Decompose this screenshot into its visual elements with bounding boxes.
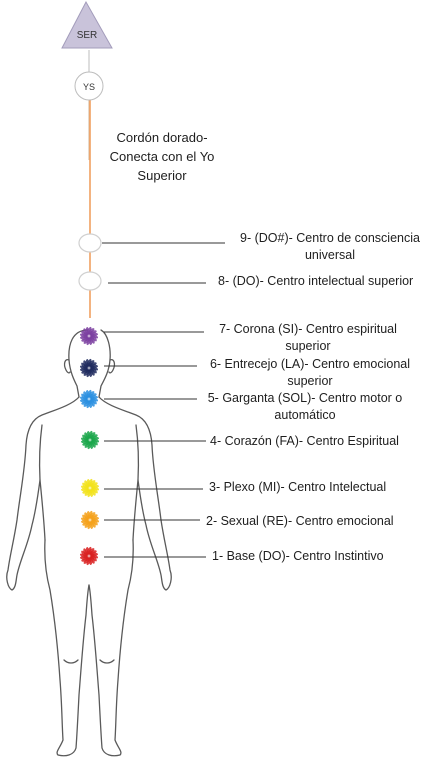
leader-lines [102,242,225,558]
center-1-line1: 1- Base (DO)- Centro Instintivo [212,549,384,563]
center-5-line1: 5- Garganta (SOL)- Centro motor o [207,391,403,405]
ser-triangle [61,0,113,49]
ys-circle [74,71,104,101]
cord-text-line-3: Superior [137,168,187,183]
center-4-line1: 4- Corazón (FA)- Centro Espiritual [210,434,399,448]
cord-text-line-1: Cordón dorado- [116,130,208,145]
ser-label: SER [77,30,98,41]
center-3-line1: 3- Plexo (MI)- Centro Intelectual [209,480,387,494]
chakra-7-mandala [79,326,99,346]
center-8-circle [78,271,102,291]
center-4-label: 4- Corazón (FA)- Centro Espiritual [210,433,430,450]
center-9-line2: universal [304,248,356,262]
center-3-label: 3- Plexo (MI)- Centro Intelectual [209,479,429,496]
center-8-label: 8- (DO)- Centro intelectual superior [218,273,440,290]
center-7-line1: 7- Corona (SI)- Centro espiritual [219,322,397,336]
center-2-label: 2- Sexual (RE)- Centro emocional [206,513,426,530]
center-6-line2: superior [287,374,333,388]
center-9-circle [78,233,102,253]
center-9-line1: 9- (DO#)- Centro de consciencia [240,231,420,245]
chakra-6-mandala [79,358,99,378]
center-9-label: 9- (DO#)- Centro de consciencia universa… [230,230,430,264]
ys-label: YS [83,82,95,92]
chakra-group [79,326,100,566]
cord-text: Cordón dorado- Conecta con el Yo Superio… [96,128,228,185]
cord-text-line-2: Conecta con el Yo [109,149,215,164]
chakra-5-mandala [79,389,99,409]
center-6-line1: 6- Entrecejo (LA)- Centro emocional [209,357,411,371]
chakra-2-mandala [80,510,100,530]
human-body-outline [6,329,172,757]
center-2-line1: 2- Sexual (RE)- Centro emocional [206,514,394,528]
center-5-label: 5- Garganta (SOL)- Centro motor o automá… [200,390,410,424]
center-6-label: 6- Entrecejo (LA)- Centro emocional supe… [204,356,416,390]
chakra-1-mandala [79,546,99,566]
center-7-line2: superior [285,339,331,353]
chakra-4-mandala [80,430,100,450]
center-5-line2: automático [274,408,336,422]
center-8-line1: 8- (DO)- Centro intelectual superior [218,274,414,288]
center-1-label: 1- Base (DO)- Centro Instintivo [212,548,432,565]
chakra-3-mandala [80,478,100,498]
center-7-label: 7- Corona (SI)- Centro espiritual superi… [210,321,406,355]
